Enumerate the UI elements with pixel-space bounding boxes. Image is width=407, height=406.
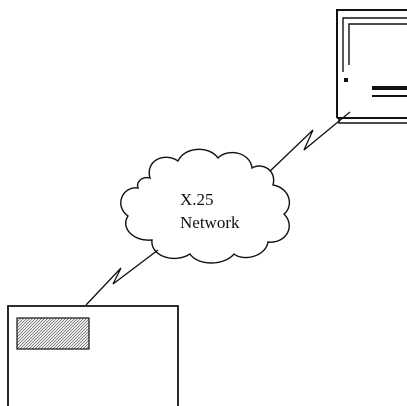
- floppy-slot-lower: [372, 95, 407, 97]
- computer-screen: [348, 23, 407, 65]
- cloud-outline: [120, 148, 291, 264]
- floppy-slot: [372, 86, 407, 90]
- cloud-label-line2: Network: [180, 213, 240, 232]
- computer-foot: [338, 118, 407, 124]
- macintosh-computer-icon: [336, 9, 407, 124]
- link-zigzag-top: [266, 111, 351, 175]
- computer-logo: [344, 78, 348, 82]
- cloud-label-line1: X.25: [180, 190, 214, 209]
- computer-bezel: [342, 17, 407, 72]
- terminal-screen: [16, 317, 90, 350]
- computer-body: [336, 9, 407, 118]
- terminal-device-icon: [7, 305, 179, 406]
- network-cloud: X.25 Network: [120, 148, 291, 264]
- link-zigzag-bottom: [85, 249, 159, 306]
